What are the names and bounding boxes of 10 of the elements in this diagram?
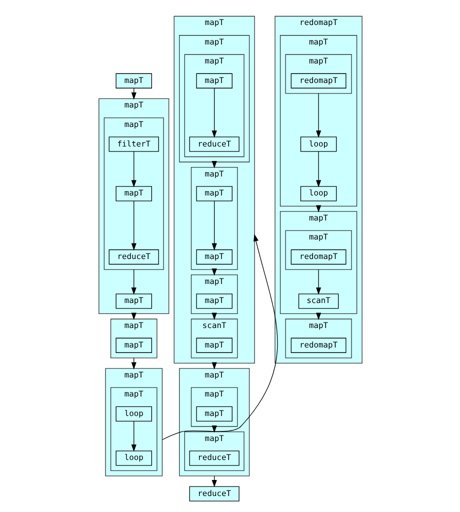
- arrow: [316, 151, 321, 188]
- arrow: [130, 269, 136, 295]
- arrow: [130, 200, 136, 251]
- arrow: [316, 93, 321, 138]
- arrow: [211, 200, 216, 251]
- arrow: [211, 88, 216, 138]
- arrow: [130, 151, 136, 188]
- arrow: [316, 269, 321, 295]
- arrow: [161, 234, 278, 440]
- arrow: [130, 421, 136, 452]
